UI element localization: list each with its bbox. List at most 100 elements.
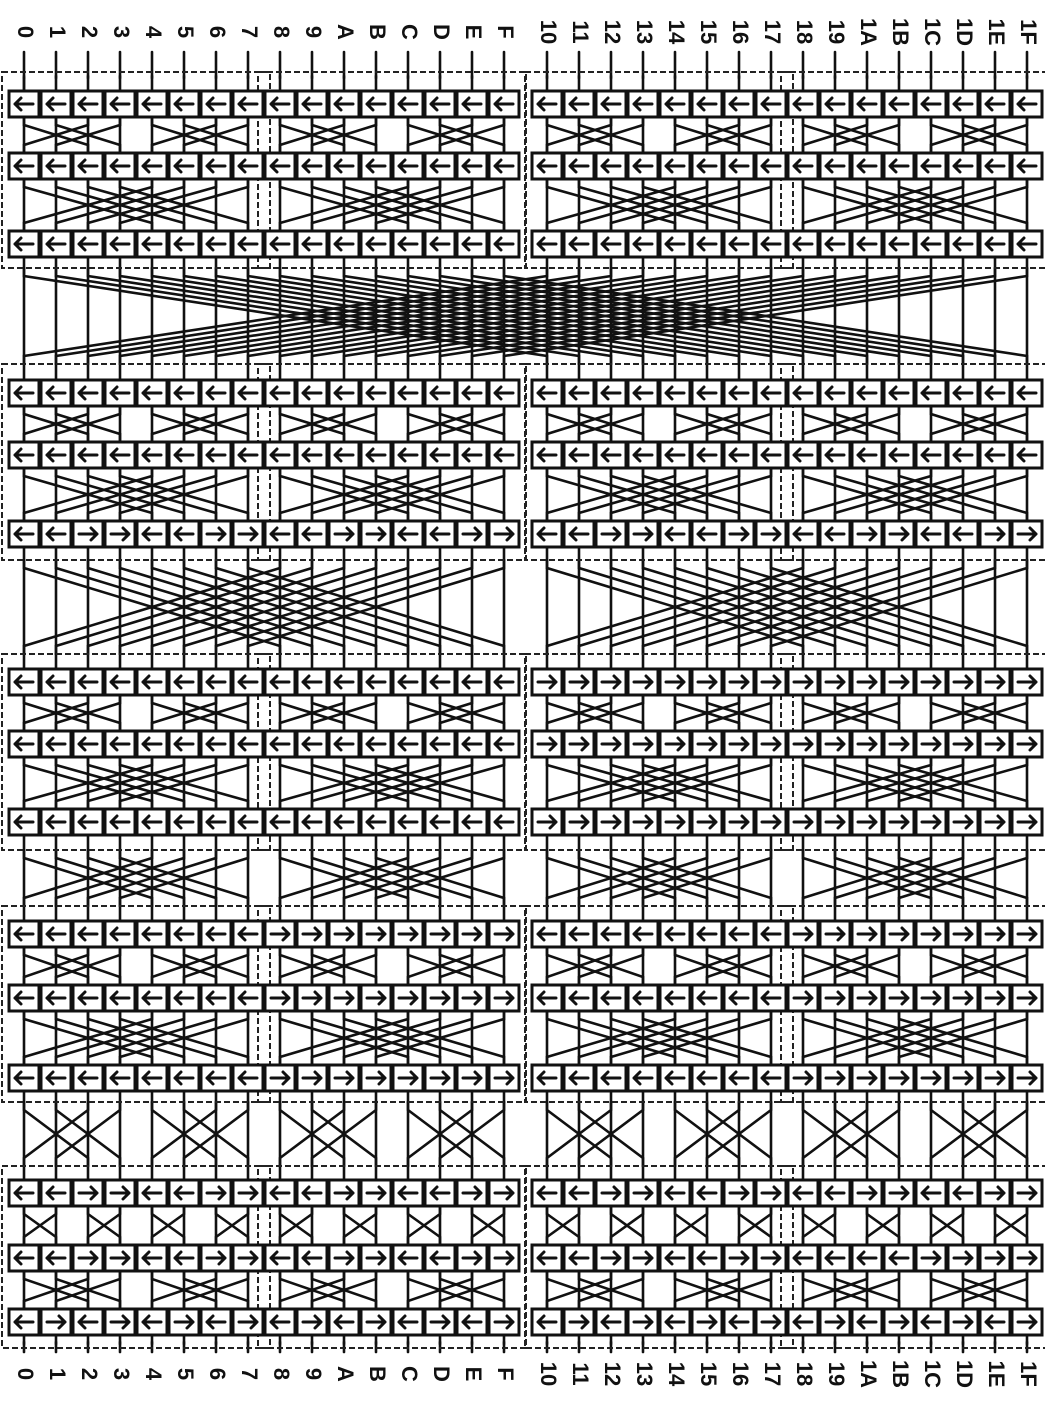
switch-box-left-arrow [660,1245,690,1271]
switch-box-right-arrow [265,1065,295,1091]
switch-box-right-arrow [852,921,882,947]
switch-box-left-arrow [297,442,327,468]
switch-box-left-arrow [41,985,71,1011]
switch-box-left-arrow [9,1065,39,1091]
switch-box-right-arrow [980,521,1010,547]
bottom-port-label: 1B [888,1360,913,1388]
switch-box-right-arrow [948,731,978,757]
switch-box-right-arrow [1012,985,1042,1011]
switch-box-left-arrow [9,91,39,117]
bottom-port-label: 2 [77,1368,102,1380]
switch-box-right-arrow [884,921,914,947]
switch-box-right-arrow [788,669,818,695]
switch-box-left-arrow [73,1065,103,1091]
switch-box-right-arrow [948,985,978,1011]
switch-box-left-arrow [41,809,71,835]
top-port-label: 1 [45,26,70,38]
switch-box-left-arrow [41,442,71,468]
switch-box-left-arrow [692,985,722,1011]
cross-link [547,1206,579,1245]
switch-box-right-arrow [1012,1309,1042,1335]
switch-box-left-arrow [265,731,295,757]
switch-box-left-arrow [41,731,71,757]
switch-box-left-arrow [9,153,39,179]
switch-box-left-arrow [457,669,487,695]
switch-box-right-arrow [980,921,1010,947]
switch-box-right-arrow [532,669,562,695]
switch-box-left-arrow [137,1309,167,1335]
switch-box-left-arrow [329,731,359,757]
switch-box-left-arrow [948,91,978,117]
switch-box-left-arrow [852,1245,882,1271]
top-port-label: 6 [205,26,230,38]
switch-box-left-arrow [105,231,135,257]
switch-box-left-arrow [265,91,295,117]
switch-box-left-arrow [852,153,882,179]
switch-box-right-arrow [105,1309,135,1335]
switch-box-left-arrow [980,1309,1010,1335]
switch-box-left-arrow [105,921,135,947]
cross-link [344,1206,376,1245]
bottom-port-label: 1F [1016,1361,1041,1387]
switch-box-left-arrow [9,809,39,835]
bottom-port-label: D [429,1366,454,1382]
switch-box-left-arrow [297,153,327,179]
switch-box-left-arrow [756,921,786,947]
switch-box-left-arrow [41,1180,71,1206]
switch-box-right-arrow [73,521,103,547]
switch-box-left-arrow [692,153,722,179]
switch-box-left-arrow [660,1180,690,1206]
switch-box-right-arrow [564,731,594,757]
switch-box-left-arrow [9,380,39,406]
top-port-label: 1E [984,19,1009,46]
switch-box-right-arrow [628,1309,658,1335]
switch-box-left-arrow [265,521,295,547]
switch-box-left-arrow [724,380,754,406]
switch-box-right-arrow [788,809,818,835]
switch-box-right-arrow [692,809,722,835]
top-port-label: 18 [792,20,817,44]
cross-link [611,1206,643,1245]
bottom-port-label: 17 [760,1362,785,1386]
switch-box-left-arrow [329,153,359,179]
switch-box-left-arrow [692,1065,722,1091]
switch-box-left-arrow [9,442,39,468]
switch-box-left-arrow [660,1065,690,1091]
switch-box-right-arrow [329,1065,359,1091]
switch-box-left-arrow [297,669,327,695]
switch-box-left-arrow [788,1309,818,1335]
switch-box-left-arrow [660,91,690,117]
switch-box-right-arrow [73,1245,103,1271]
switch-box-left-arrow [233,985,263,1011]
switch-box-left-arrow [105,731,135,757]
switch-box-left-arrow [596,153,626,179]
switch-box-left-arrow [297,231,327,257]
switch-box-left-arrow [788,442,818,468]
switch-box-left-arrow [73,1309,103,1335]
switch-box-left-arrow [265,1180,295,1206]
switch-box-right-arrow [564,809,594,835]
top-port-label: 1B [888,18,913,46]
switch-box-left-arrow [425,1180,455,1206]
switch-box-left-arrow [884,153,914,179]
switch-box-right-arrow [489,1065,519,1091]
switch-box-left-arrow [852,380,882,406]
switch-box-left-arrow [489,231,519,257]
switch-box-left-arrow [329,809,359,835]
switch-box-left-arrow [169,153,199,179]
switch-box-right-arrow [660,809,690,835]
switch-box-left-arrow [233,91,263,117]
bottom-port-label: C [397,1366,422,1382]
top-port-label: 3 [109,26,134,38]
switch-box-left-arrow [756,1065,786,1091]
switch-box-right-arrow [916,985,946,1011]
top-port-label: 1D [952,18,977,46]
switch-box-right-arrow [756,1180,786,1206]
switch-box-left-arrow [724,1309,754,1335]
switch-box-left-arrow [564,985,594,1011]
switch-box-left-arrow [73,985,103,1011]
switch-box-left-arrow [137,521,167,547]
top-port-label: 1A [856,18,881,46]
switch-box-right-arrow [457,1180,487,1206]
switch-box-right-arrow [884,731,914,757]
